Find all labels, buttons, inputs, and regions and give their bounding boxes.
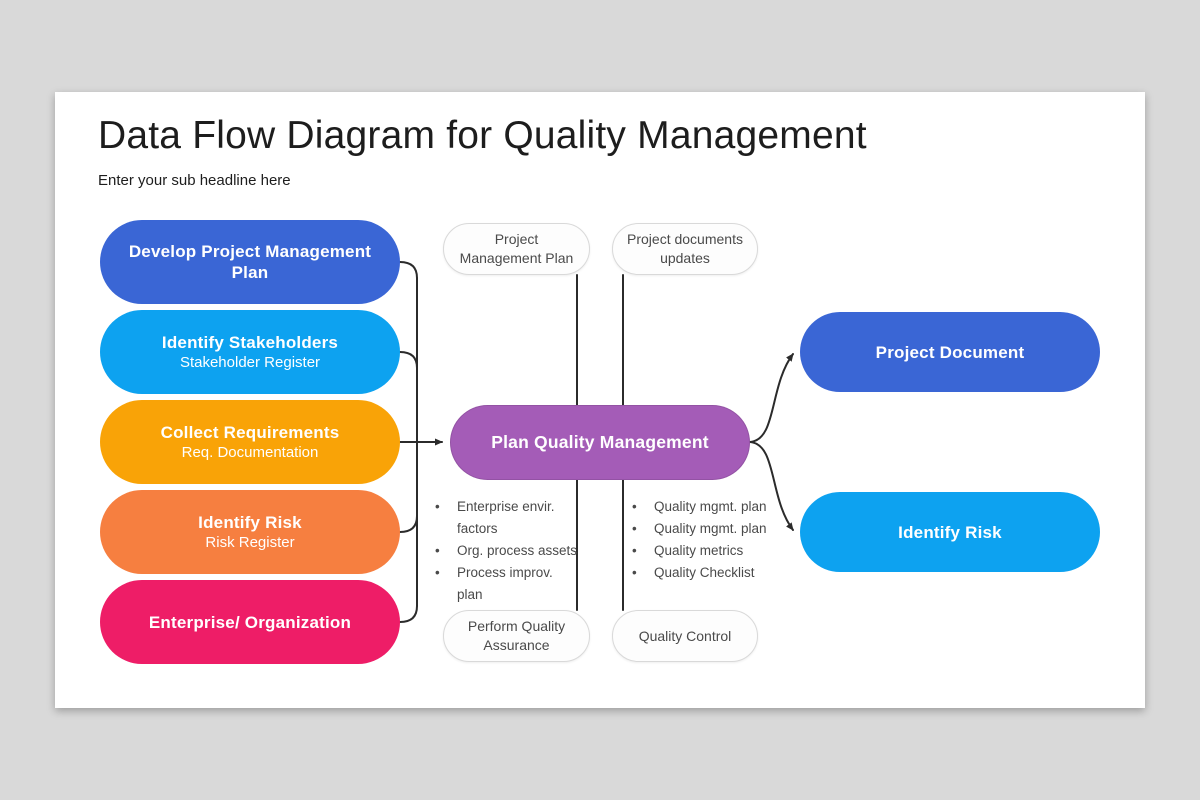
node-title: Project Document xyxy=(875,342,1025,362)
slide-title: Data Flow Diagram for Quality Management xyxy=(98,114,867,157)
bullet-dot: • xyxy=(435,543,440,558)
bus-curve-5 xyxy=(399,605,418,623)
slide-subtitle: Enter your sub headline here xyxy=(98,172,291,189)
node-subtitle: Req. Documentation xyxy=(181,443,319,461)
list-item: • Org. process assets xyxy=(435,540,580,562)
list-item-text: Enterprise envir. factors xyxy=(457,499,555,536)
list-item: • Quality mgmt. plan xyxy=(632,518,787,540)
artifact-label: Project documents updates xyxy=(627,231,743,266)
arrow-to-project-document xyxy=(749,353,794,443)
node-subtitle: Risk Register xyxy=(205,533,295,551)
list-item: • Process improv. plan xyxy=(435,562,580,606)
node-enterprise-organization: Enterprise/ Organization xyxy=(100,580,400,664)
list-item-text: Org. process assets xyxy=(457,543,578,558)
node-collect-requirements: Collect Requirements Req. Documentation xyxy=(100,400,400,484)
bullet-dot: • xyxy=(435,565,440,580)
bullet-dot: • xyxy=(632,499,637,514)
node-title: Plan Quality Management xyxy=(491,432,709,452)
artifact-label: Project Management Plan xyxy=(459,231,574,266)
bullet-dot: • xyxy=(632,521,637,536)
inputs-bullet-list: • Enterprise envir. factors • Org. proce… xyxy=(435,496,580,606)
slide-canvas: Data Flow Diagram for Quality Management… xyxy=(55,92,1145,708)
list-item: • Quality mgmt. plan xyxy=(632,496,787,518)
node-plan-quality-management: Plan Quality Management xyxy=(450,405,750,480)
artifact-label: Quality Control xyxy=(638,627,732,644)
list-item-text: Quality mgmt. plan xyxy=(654,521,767,536)
bullet-dot: • xyxy=(632,543,637,558)
artifact-perform-quality-assurance: Perform Quality Assurance xyxy=(443,610,590,662)
list-item-text: Process improv. plan xyxy=(457,565,553,602)
list-item: • Enterprise envir. factors xyxy=(435,496,580,540)
bus-curve-2 xyxy=(399,351,418,369)
bus-curve-1 xyxy=(399,261,418,279)
outputs-bullet-list: • Quality mgmt. plan • Quality mgmt. pla… xyxy=(632,496,787,584)
node-identify-stakeholders: Identify Stakeholders Stakeholder Regist… xyxy=(100,310,400,394)
node-develop-project-management-plan: Develop Project Management Plan xyxy=(100,220,400,304)
artifact-project-management-plan: Project Management Plan xyxy=(443,223,590,275)
list-item-text: Quality metrics xyxy=(654,543,744,558)
node-title: Identify Risk xyxy=(198,512,302,532)
node-project-document: Project Document xyxy=(800,312,1100,392)
bus-curve-4 xyxy=(399,515,418,533)
node-title: Collect Requirements xyxy=(160,422,340,442)
bullet-dot: • xyxy=(632,565,637,580)
artifact-project-documents-updates: Project documents updates xyxy=(612,223,758,275)
node-identify-risk-left: Identify Risk Risk Register xyxy=(100,490,400,574)
node-title: Develop Project Management Plan xyxy=(128,242,372,282)
artifact-label: Perform Quality Assurance xyxy=(467,618,566,653)
list-item: • Quality Checklist xyxy=(632,562,787,584)
artifact-quality-control: Quality Control xyxy=(612,610,758,662)
node-title: Identify Risk xyxy=(898,522,1002,542)
bullet-dot: • xyxy=(435,499,440,514)
node-title: Identify Stakeholders xyxy=(161,332,339,352)
node-subtitle: Stakeholder Register xyxy=(179,353,321,371)
node-title: Enterprise/ Organization xyxy=(148,612,352,632)
node-identify-risk-right: Identify Risk xyxy=(800,492,1100,572)
list-item: • Quality metrics xyxy=(632,540,787,562)
list-item-text: Quality mgmt. plan xyxy=(654,499,767,514)
list-item-text: Quality Checklist xyxy=(654,565,755,580)
arrow-to-identify-risk xyxy=(749,441,794,531)
